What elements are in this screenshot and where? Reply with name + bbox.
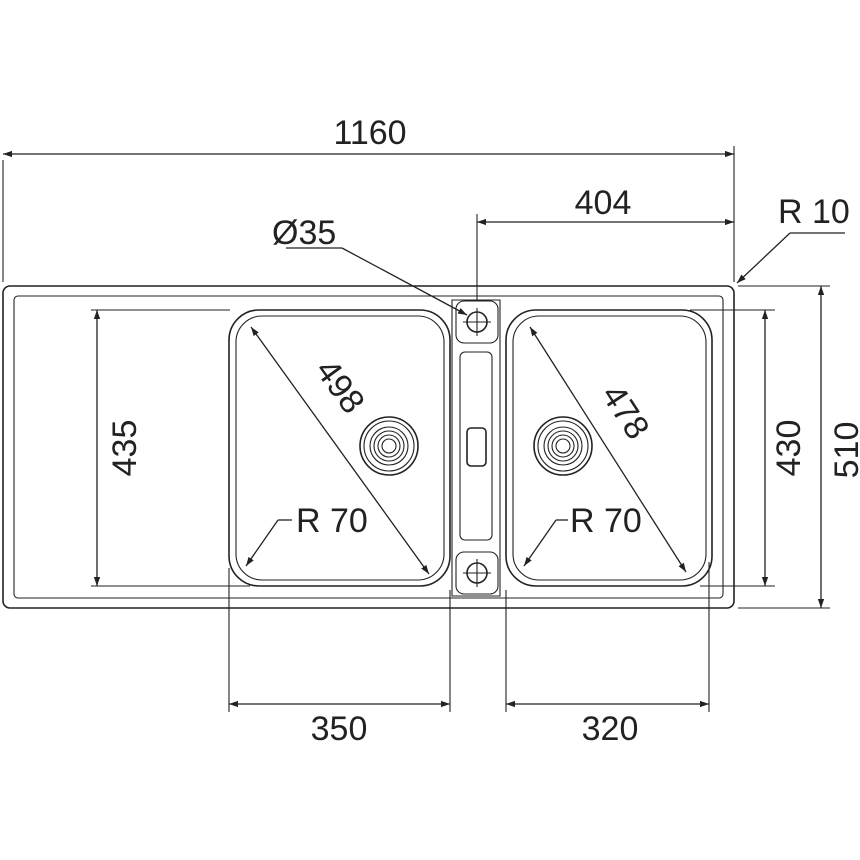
dimension-overall-depth: 510: [817, 286, 860, 608]
right-bowl-corner-radius-label: R 70: [570, 502, 642, 540]
dimension-left-bowl-depth: 435: [93, 310, 144, 586]
dimension-tap-hole-diameter: Ø35: [272, 214, 468, 316]
overall-depth-label: 510: [828, 422, 860, 479]
tap-hole-diameter-label: Ø35: [272, 214, 336, 252]
tap-offset-label: 404: [575, 184, 632, 222]
dimension-tap-offset: 404: [477, 184, 734, 226]
dimension-left-bowl-width: 350: [229, 700, 450, 748]
tap-hole-icon: [455, 300, 499, 344]
tap-hole-icon: [455, 551, 499, 595]
overflow-slot-icon: [466, 427, 487, 467]
right-bowl-diagonal-label: 478: [594, 378, 657, 446]
dimension-right-bowl-depth: 430: [761, 310, 808, 586]
bowl-divider: [451, 299, 501, 597]
right-bowl-width-label: 320: [582, 710, 639, 748]
dimension-overall-width: 1160: [3, 114, 734, 158]
dimension-corner-radius-outer: R 10: [736, 193, 850, 284]
left-bowl-width-label: 350: [311, 710, 368, 748]
waste-drain-icon: [533, 416, 593, 476]
left-bowl-depth-label: 435: [106, 420, 144, 477]
overall-width-label: 1160: [333, 114, 406, 152]
extension-lines: [2, 146, 830, 712]
right-bowl-depth-label: 430: [770, 420, 808, 477]
left-bowl: [228, 309, 451, 587]
left-bowl-corner-radius-label: R 70: [296, 502, 368, 540]
waste-drain-icon: [359, 416, 419, 476]
corner-radius-outer-label: R 10: [778, 193, 850, 231]
dimension-right-bowl-width: 320: [506, 700, 709, 748]
right-bowl: [505, 309, 713, 587]
dimension-left-bowl-corner-radius: R 70: [245, 502, 368, 567]
sink-outline: [2, 285, 735, 609]
dimension-right-bowl-corner-radius: R 70: [523, 502, 642, 567]
left-bowl-diagonal-label: 498: [308, 352, 372, 420]
